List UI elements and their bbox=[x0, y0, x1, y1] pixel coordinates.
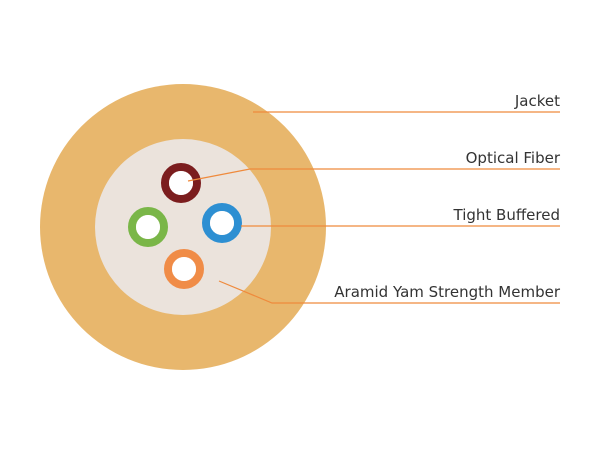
aramid-strength-member-label: Aramid Yam Strength Member bbox=[334, 283, 561, 301]
jacket-label: Jacket bbox=[514, 92, 560, 110]
fiber-green bbox=[128, 207, 168, 247]
optical-fiber-label: Optical Fiber bbox=[466, 149, 561, 167]
fiber-maroon bbox=[161, 163, 201, 203]
aramid-leader-line bbox=[218, 280, 560, 304]
optical-fiber-leader-line bbox=[187, 168, 560, 182]
tight-buffered-label: Tight Buffered bbox=[453, 206, 561, 224]
fiber-orange bbox=[164, 249, 204, 289]
fiber-blue bbox=[202, 203, 242, 243]
aramid-yarn-region bbox=[95, 139, 271, 315]
